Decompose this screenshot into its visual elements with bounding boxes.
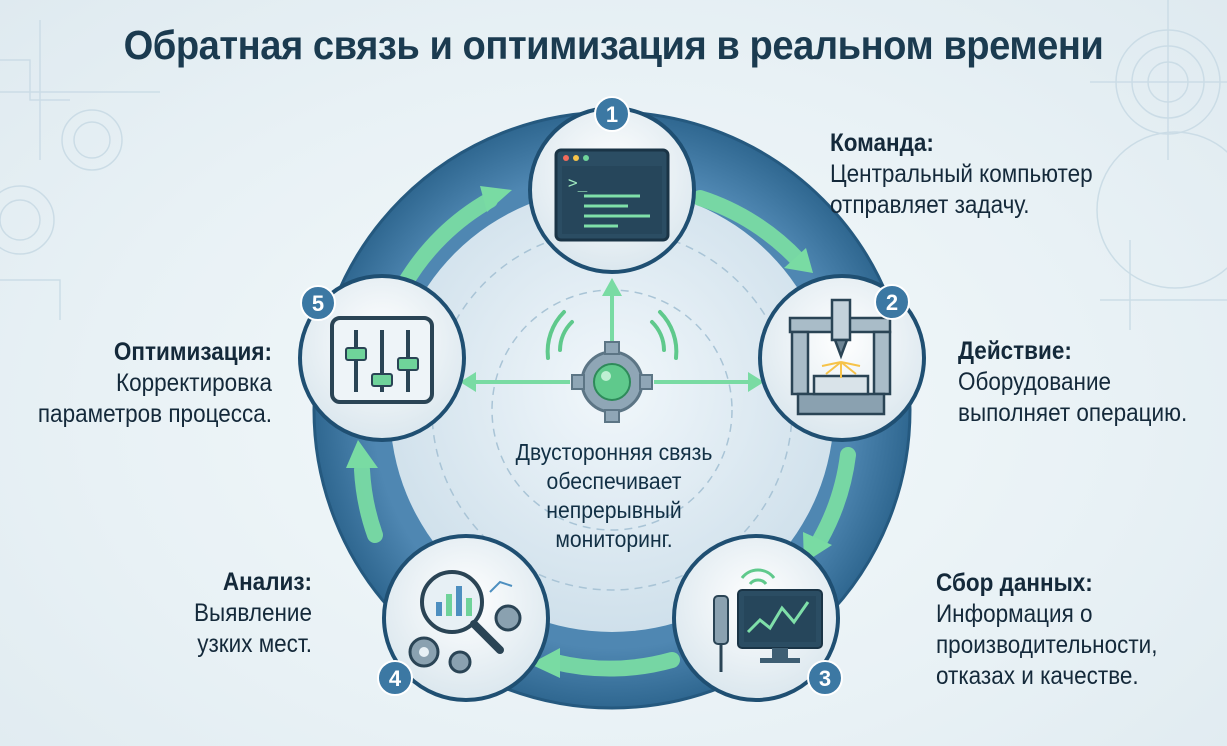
step-1-text: Центральный компьютер отправляет задачу. bbox=[830, 160, 1093, 219]
step-5-node bbox=[298, 274, 466, 442]
step-5-heading: Оптимизация: bbox=[113, 338, 272, 366]
computer-terminal-icon: >_ bbox=[554, 148, 670, 242]
step-1-badge: 1 bbox=[594, 96, 630, 132]
step-4-text: Выявление узких мест. bbox=[194, 599, 312, 658]
step-5-label: Оптимизация: Корректировка параметров пр… bbox=[10, 337, 272, 430]
step-5-text: Корректировка параметров процесса. bbox=[37, 369, 273, 428]
center-caption: Двусторонняя связь обеспечивает непрерыв… bbox=[515, 439, 713, 552]
step-5-badge: 5 bbox=[300, 285, 336, 321]
step-2-label: Действие: Оборудование выполняет операци… bbox=[958, 336, 1223, 429]
step-3-number: 3 bbox=[819, 666, 831, 691]
step-2-heading: Действие: bbox=[958, 337, 1072, 365]
step-4-badge: 4 bbox=[377, 660, 413, 696]
step-3-badge: 3 bbox=[807, 660, 843, 696]
step-4-node bbox=[382, 534, 550, 702]
step-3-text: Информация о производительности, отказах… bbox=[936, 600, 1158, 690]
step-1-heading: Команда: bbox=[830, 129, 934, 157]
svg-text:>_: >_ bbox=[568, 173, 588, 192]
cnc-machine-icon bbox=[788, 298, 892, 416]
arrow-4-to-5 bbox=[354, 462, 383, 543]
step-1-number: 1 bbox=[606, 102, 618, 127]
central-hub bbox=[460, 278, 764, 423]
step-1-node: >_ bbox=[528, 106, 696, 274]
arrow-3-to-4 bbox=[547, 652, 680, 677]
wifi-signal-icon bbox=[545, 310, 679, 360]
step-5-number: 5 bbox=[312, 291, 324, 316]
step-2-badge: 2 bbox=[874, 284, 910, 320]
arrow-1-to-2 bbox=[692, 190, 808, 270]
step-4-label: Анализ: Выявление узких мест. bbox=[120, 567, 312, 660]
arrow-5-to-1 bbox=[396, 192, 498, 293]
step-3-heading: Сбор данных: bbox=[936, 569, 1093, 597]
sliders-icon bbox=[330, 316, 434, 404]
step-3-node bbox=[672, 534, 840, 702]
page-title: Обратная связь и оптимизация в реальном … bbox=[123, 22, 1104, 68]
arrow-2-to-3 bbox=[812, 447, 856, 548]
step-4-number: 4 bbox=[389, 666, 402, 691]
step-2-text: Оборудование выполняет операцию. bbox=[958, 368, 1188, 427]
step-2-number: 2 bbox=[886, 290, 898, 315]
gear-icon bbox=[571, 341, 653, 423]
step-1-label: Команда: Центральный компьютер отправляе… bbox=[830, 128, 1190, 221]
step-4-heading: Анализ: bbox=[222, 568, 312, 596]
sensor-monitor-icon bbox=[713, 568, 823, 672]
step-3-label: Сбор данных: Информация о производительн… bbox=[936, 568, 1221, 692]
magnifier-gears-icon bbox=[408, 570, 522, 674]
